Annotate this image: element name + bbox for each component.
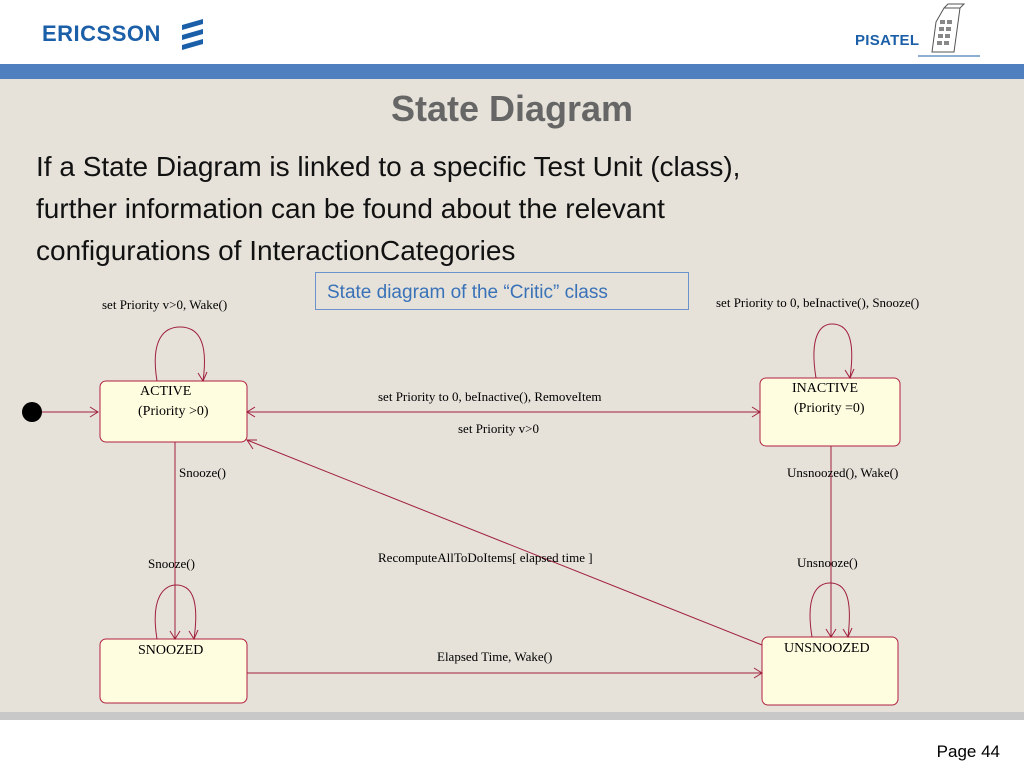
- initial-transition-arrowhead: [89, 406, 99, 418]
- initial-state-node: [22, 402, 42, 422]
- snoozed-to-unsnoozed-label: Elapsed Time, Wake(): [437, 649, 552, 664]
- active-to-snoozed-arrowhead: [169, 630, 181, 640]
- snoozed-self-loop-label: Snooze(): [148, 556, 195, 571]
- active-to-inactive-arrowhead: [751, 406, 761, 418]
- body-text: If a State Diagram is linked to a specif…: [36, 146, 996, 272]
- state-inactive-condition: (Priority =0): [794, 401, 865, 416]
- inactive-to-unsnoozed-arrowhead: [825, 628, 837, 638]
- slide-header: ERICSSON PISATEL: [0, 0, 1024, 64]
- unsnoozed-self-loop-arrowhead: [842, 627, 853, 639]
- inactive-self-loop-arrowhead: [844, 368, 855, 380]
- active-self-loop-label: set Priority v>0, Wake(): [102, 297, 227, 312]
- active-self-loop: [154, 326, 205, 382]
- ericsson-logo-text: ERICSSON: [42, 21, 161, 46]
- state-active-name: ACTIVE: [140, 384, 191, 399]
- body-line: configurations of InteractionCategories: [36, 235, 516, 266]
- snoozed-self-loop: [154, 584, 197, 640]
- header-band: [0, 64, 1024, 79]
- inactive-to-unsnoozed-label: Unsnoozed(), Wake(): [787, 465, 898, 480]
- inactive-to-active-arrowhead: [246, 406, 256, 418]
- page-number: Page 44: [936, 742, 1000, 761]
- diagram-caption-box: State diagram of the “Critic” class: [315, 272, 689, 310]
- active-to-inactive-label: set Priority to 0, beInactive(), RemoveI…: [378, 389, 601, 404]
- slide-footer: Page 44: [0, 720, 1024, 768]
- body-line: further information can be found about t…: [36, 193, 665, 224]
- pisatel-phone-icon: [918, 3, 980, 57]
- unsnoozed-to-active-label: RecomputeAllToDoItems[ elapsed time ]: [378, 550, 593, 565]
- inactive-to-active-label: set Priority v>0: [458, 421, 539, 436]
- footer-band: [0, 712, 1024, 720]
- unsnoozed-to-active-transition: [246, 439, 763, 646]
- state-unsnoozed: [761, 636, 899, 706]
- state-unsnoozed-name: UNSNOOZED: [784, 641, 870, 656]
- pisatel-logo-text: PISATEL: [855, 32, 920, 49]
- state-active-condition: (Priority >0): [138, 404, 209, 419]
- slide-title: State Diagram: [390, 88, 634, 129]
- snoozed-to-unsnoozed-arrowhead: [753, 667, 763, 679]
- state-snoozed-name: SNOOZED: [138, 643, 203, 658]
- active-self-loop-arrowhead: [197, 371, 208, 383]
- diagram-caption: State diagram of the “Critic” class: [327, 282, 608, 303]
- unsnoozed-to-active-arrowhead: [246, 439, 257, 450]
- state-snoozed: [99, 638, 248, 704]
- active-to-snoozed-label: Snooze(): [179, 465, 226, 480]
- inactive-self-loop: [813, 323, 853, 379]
- state-inactive-name: INACTIVE: [792, 381, 858, 396]
- body-line: If a State Diagram is linked to a specif…: [36, 151, 741, 182]
- unsnoozed-self-loop: [809, 582, 850, 638]
- ericsson-logo-icon: [182, 19, 203, 50]
- snoozed-self-loop-arrowhead: [188, 629, 199, 641]
- unsnoozed-self-loop-label: Unsnooze(): [797, 555, 858, 570]
- inactive-self-loop-label: set Priority to 0, beInactive(), Snooze(…: [716, 295, 919, 310]
